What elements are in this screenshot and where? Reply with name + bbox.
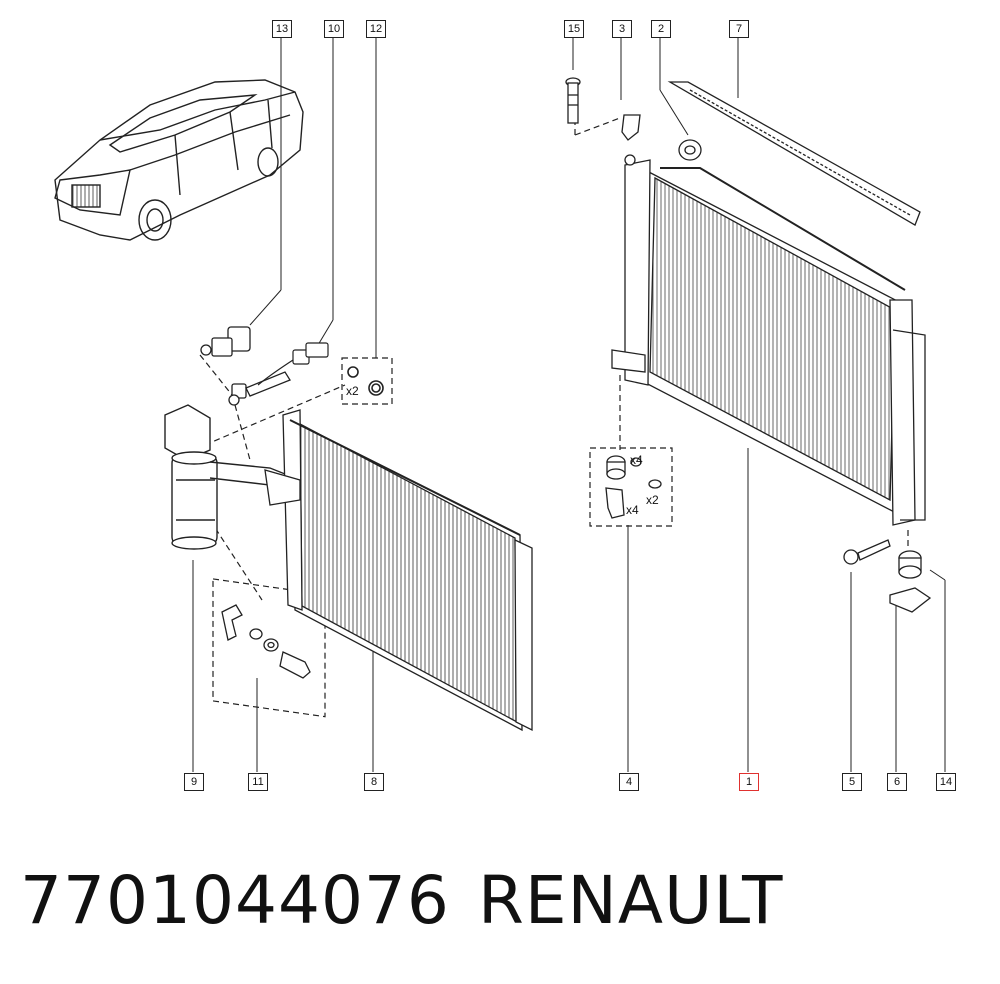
callout-13: 13 bbox=[272, 20, 292, 38]
qty-clip: x4 bbox=[626, 503, 639, 517]
callout-4: 4 bbox=[619, 773, 639, 791]
clip-3 bbox=[621, 114, 641, 141]
qty-seal-kit: x2 bbox=[346, 384, 359, 398]
callout-2: 2 bbox=[651, 20, 671, 38]
radiator bbox=[611, 154, 926, 526]
bolt-15 bbox=[565, 77, 581, 124]
leader-lines bbox=[192, 37, 946, 772]
callout-14: 14 bbox=[936, 773, 956, 791]
condenser bbox=[264, 409, 533, 732]
seal-strip-7 bbox=[667, 81, 921, 226]
bolt-5 bbox=[843, 539, 891, 565]
callout-9: 9 bbox=[184, 773, 204, 791]
callout-6: 6 bbox=[887, 773, 907, 791]
callout-11: 11 bbox=[248, 773, 268, 791]
callout-5: 5 bbox=[842, 773, 862, 791]
connector-harness bbox=[257, 342, 329, 386]
dashed-groups bbox=[199, 117, 909, 718]
bush-14 bbox=[898, 550, 922, 579]
callout-1[interactable]: 1 bbox=[739, 773, 759, 791]
callout-10: 10 bbox=[324, 20, 344, 38]
bracket-6 bbox=[889, 587, 932, 613]
mounting-hardware bbox=[221, 604, 311, 679]
qty-washer: x2 bbox=[646, 493, 659, 507]
mounts-4 bbox=[605, 455, 662, 519]
qty-mount-upper: x4 bbox=[630, 453, 643, 467]
callout-15: 15 bbox=[564, 20, 584, 38]
callout-12: 12 bbox=[366, 20, 386, 38]
bush-2 bbox=[678, 139, 702, 161]
callout-8: 8 bbox=[364, 773, 384, 791]
brand-caption: RENAULT bbox=[478, 862, 784, 939]
callout-7: 7 bbox=[729, 20, 749, 38]
seal-rings bbox=[347, 366, 384, 396]
callout-3: 3 bbox=[612, 20, 632, 38]
vehicle-illustration bbox=[54, 79, 304, 241]
part-number-caption: 7701044076 bbox=[20, 862, 450, 939]
pressure-switch bbox=[200, 326, 291, 406]
